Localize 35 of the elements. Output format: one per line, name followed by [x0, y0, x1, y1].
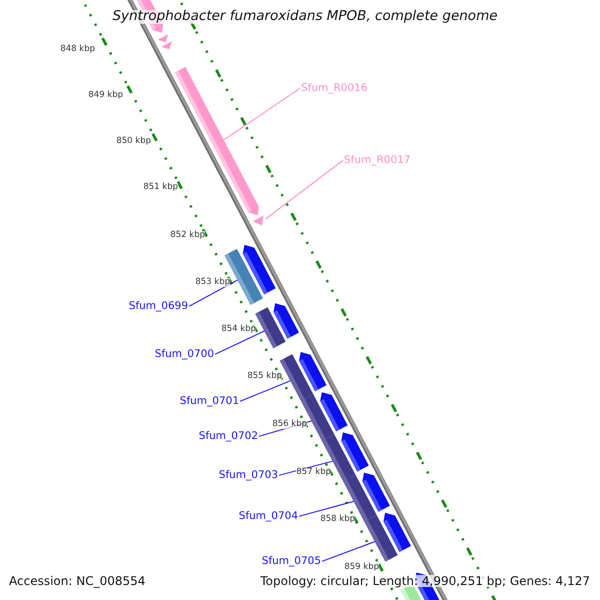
gene-label: Sfum_0704 [238, 511, 298, 522]
scale-label: 849 kbp [88, 91, 123, 100]
leader-line [214, 330, 265, 355]
scale-label: 855 kbp [247, 372, 282, 380]
genome-info-text: Topology: circular; Length: 4,990,251 bp; Genes: 4,127 [260, 575, 590, 587]
gene-label: Sfum_0703 [218, 470, 278, 480]
leader-line [223, 88, 300, 140]
scale-label: 859 kbp [344, 563, 379, 572]
gene-label: Sfum_0701 [180, 396, 239, 406]
gene-feature [252, 216, 264, 226]
scale-label: 853 kbp [195, 278, 230, 286]
leader-line [298, 500, 354, 517]
gene-label: Sfum_R0016 [301, 83, 368, 94]
leader-line [264, 160, 344, 220]
leader-line [240, 380, 291, 402]
scale-label: 857 kbp [296, 468, 331, 476]
accession-text: Accession: NC_008554 [9, 575, 146, 587]
scale-label: 848 kbp [60, 45, 95, 54]
gene-feature [255, 307, 286, 348]
gene-feature [364, 514, 398, 562]
scale-label: 856 kbp [272, 420, 307, 428]
gene-label: Sfum_0705 [262, 556, 321, 566]
leader-line [188, 280, 238, 307]
gene-feature [280, 354, 314, 401]
chart-title: Syntrophobacter fumaroxidans MPOB, complete genome [112, 10, 498, 24]
scale-label: 852 kbp [170, 231, 205, 240]
gene-label: Sfum_0700 [154, 349, 214, 360]
gene-label: Sfum_R0017 [344, 155, 411, 166]
gene-label: Sfum_0699 [128, 301, 188, 312]
scale-label: 858 kbp [320, 515, 355, 524]
gene-label: Sfum_0702 [198, 431, 258, 442]
scale-label: 851 kbp [143, 183, 178, 192]
leader-line [322, 541, 376, 562]
scale-label: 850 kbp [116, 137, 151, 146]
scale-label: 854 kbp [221, 325, 256, 334]
